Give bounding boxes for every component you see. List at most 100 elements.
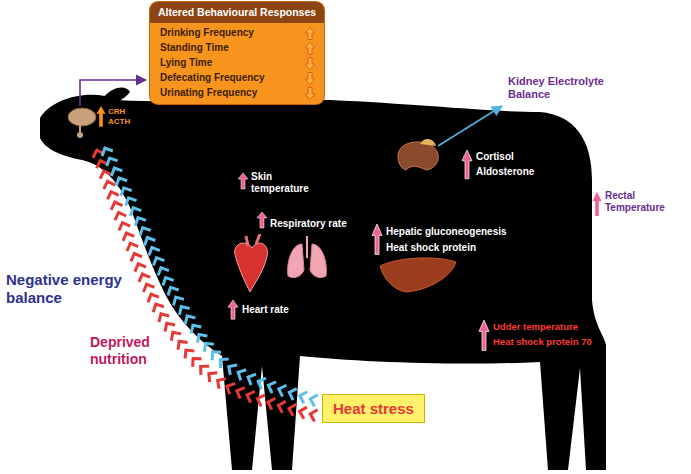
chevron-mark [266, 380, 276, 393]
chevron-mark [121, 231, 134, 241]
chevron-mark [125, 241, 138, 251]
chevron-mark [181, 346, 194, 358]
chevron-mark [277, 400, 286, 413]
chevron-mark [109, 165, 122, 176]
chevron-mark [235, 367, 246, 380]
chevron-mark [102, 179, 115, 189]
chevron-mark [246, 372, 256, 385]
chevron-mark [141, 282, 154, 292]
chevron-mark [156, 265, 169, 275]
parameter-label: Skin temperature [251, 171, 321, 195]
chevron-mark [194, 331, 207, 343]
chevron-mark [245, 389, 255, 402]
chevron-mark [128, 205, 141, 216]
response-item: Defecating Frequency [160, 72, 264, 85]
chevron-mark [188, 322, 201, 334]
chevron-mark [256, 376, 266, 389]
parameter-label: Heat shock protein [386, 242, 476, 254]
leader-line [438, 106, 502, 146]
chevron-mark [197, 362, 210, 375]
response-row: Drinking Frequency [150, 23, 324, 41]
chevron-mark [309, 393, 318, 406]
increase-arrow [97, 106, 106, 127]
response-row: Urinating Frequency [150, 86, 324, 104]
chevron-mark [146, 292, 159, 303]
chevron-mark [133, 262, 146, 272]
increase-arrow [257, 212, 267, 228]
increase-arrow [228, 300, 238, 319]
parameter-label: Heat shock protein 70 [493, 336, 592, 347]
increase-arrow [593, 192, 602, 216]
chevron-mark [189, 354, 202, 367]
trachea [306, 236, 308, 258]
chevron-mark [123, 195, 136, 206]
chevron-mark [287, 387, 296, 400]
chevron-mark [133, 215, 146, 226]
chevron-mark [109, 200, 122, 210]
liver-organ [380, 258, 456, 292]
sheep-ear [100, 87, 130, 106]
parameter-label: Aldosterone [476, 166, 534, 178]
chevron-mark [266, 396, 275, 409]
response-box: Altered Behavioural ResponsesDrinking Fr… [150, 2, 324, 104]
decrease-arrow [304, 72, 316, 85]
chevron-mark [298, 406, 307, 419]
chevron-mark [105, 190, 118, 200]
increase-arrow [304, 42, 316, 55]
cause-label: Negative energy balance [6, 271, 131, 307]
chevron-mark [95, 159, 108, 169]
stress-box: Heat stress [322, 394, 425, 423]
brain-icon [68, 108, 96, 126]
box-heading: Altered Behavioural Responses [158, 6, 316, 19]
organ-function-label: Kidney Electrolyte Balance [508, 75, 608, 101]
hormone-label: ACTH [108, 117, 130, 127]
chevron-mark [287, 403, 296, 416]
chevron-mark [256, 393, 266, 406]
chevron-mark [129, 251, 142, 261]
chevron-mark [309, 408, 318, 421]
increase-arrow [462, 150, 472, 179]
response-item: Standing Time [160, 42, 229, 55]
chevron-mark [142, 235, 155, 245]
response-row: Standing Time [150, 41, 324, 56]
parameter-label: Heart rate [242, 304, 289, 316]
decrease-arrow [304, 57, 316, 70]
chevron-mark [162, 320, 175, 332]
lung-organ [288, 244, 304, 278]
increase-arrow [238, 173, 248, 189]
chevron-mark [99, 146, 112, 157]
chevron-mark [171, 294, 184, 305]
chevron-mark [176, 303, 189, 314]
chevron-mark [201, 340, 214, 352]
chevron-mark [98, 169, 111, 179]
increase-arrow [479, 320, 489, 350]
chevron-mark [113, 210, 126, 220]
sheep-body [40, 95, 606, 470]
pituitary-icon [79, 125, 81, 133]
leader-line [80, 80, 146, 106]
pituitary-icon [77, 132, 83, 138]
chevron-mark [146, 245, 159, 255]
response-item: Urinating Frequency [160, 87, 257, 100]
chevron-mark [235, 385, 245, 398]
chevron-mark [114, 175, 127, 186]
chevron-mark [160, 275, 173, 286]
chevron-mark [182, 313, 195, 324]
kidney-organ [398, 142, 438, 170]
chevron-mark [205, 369, 217, 382]
chevron-mark [174, 338, 187, 350]
chevron-mark [104, 155, 117, 166]
lung-organ [310, 244, 326, 278]
chevron-mark [214, 375, 226, 388]
chevron-mark [277, 383, 287, 396]
chevron-mark [168, 329, 181, 341]
chevron-mark [156, 311, 169, 322]
parameter-label: Hepatic gluconeogenesis [386, 226, 507, 238]
response-item: Lying Time [160, 57, 212, 70]
chevron-mark [216, 355, 228, 368]
response-row: Defecating Frequency [150, 71, 324, 86]
response-item: Drinking Frequency [160, 27, 254, 40]
chevron-mark [118, 185, 131, 196]
response-row: Lying Time [150, 56, 324, 71]
